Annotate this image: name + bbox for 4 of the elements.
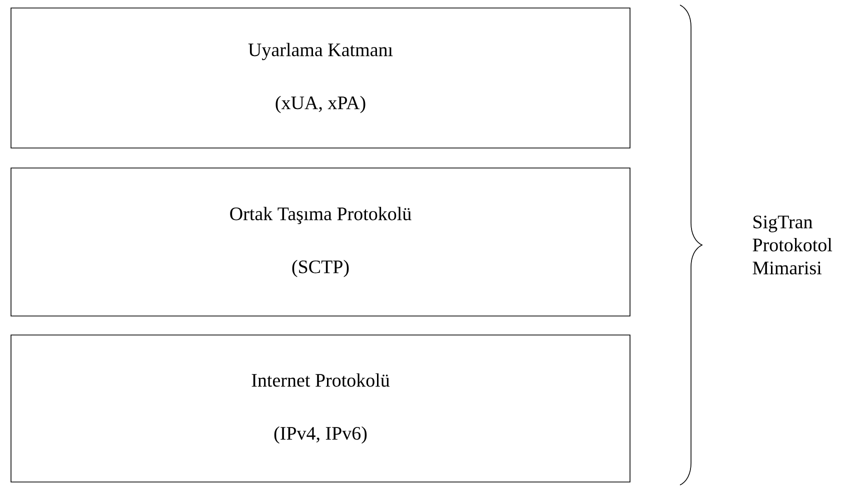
layer-box: Ortak Taşıma Protokolü (SCTP) (10, 168, 630, 316)
brace-label: SigTran Protokotol Mimarisi (752, 216, 832, 274)
layer-box: Internet Protokolü (IPv4, IPv6) (10, 334, 630, 482)
layer-box: Uyarlama Katmanı (xUA, xPA) (10, 8, 630, 148)
